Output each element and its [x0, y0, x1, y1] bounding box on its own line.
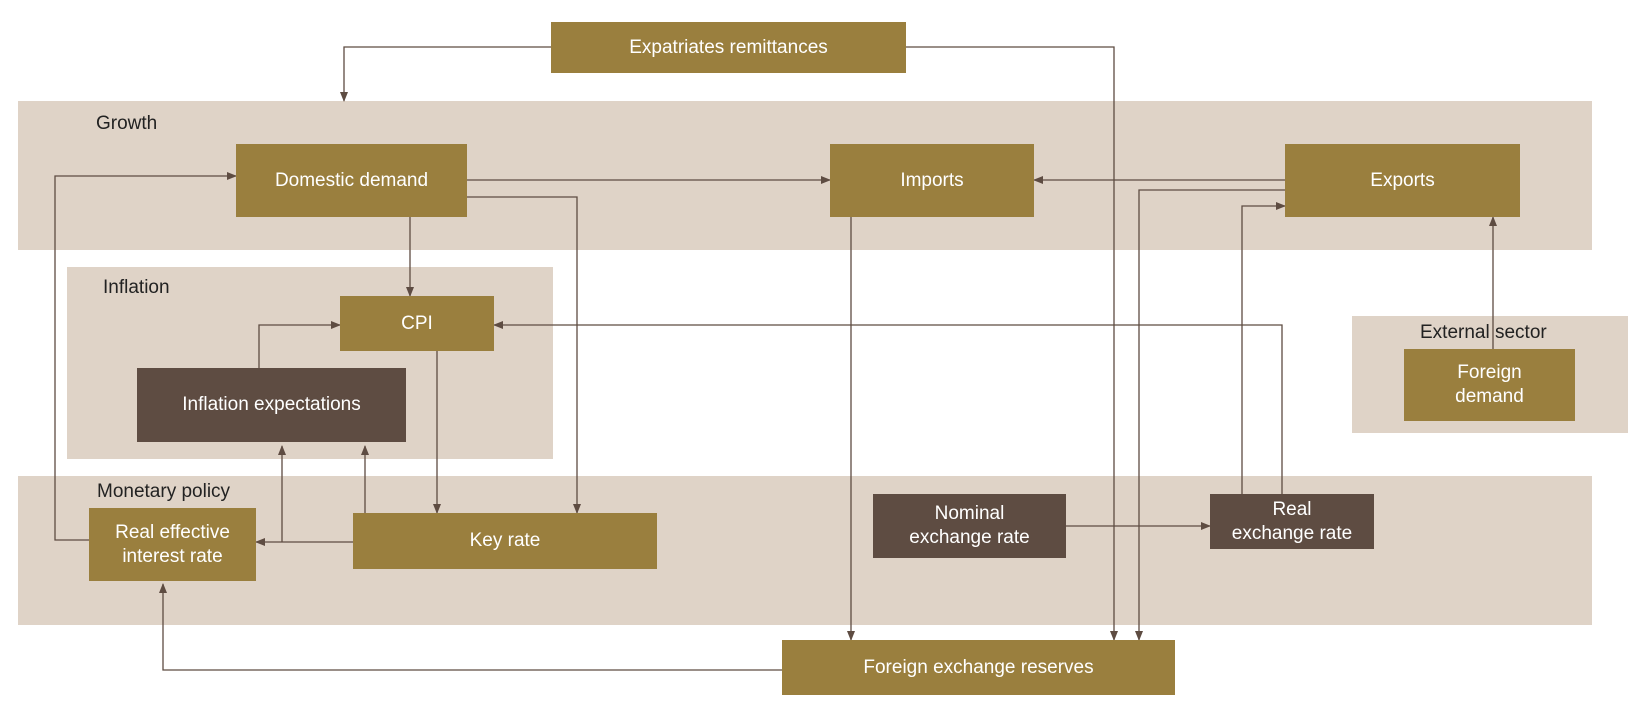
real-effective-interest-rate-box: Real effective interest rate: [89, 508, 256, 581]
nominal-exchange-rate-box: Nominal exchange rate: [873, 494, 1066, 558]
expatriates-remittances-box: Expatriates remittances: [551, 22, 906, 73]
arrow-reserves-to-real-interest: [159, 583, 782, 671]
external-sector-label: External sector: [1420, 322, 1547, 343]
exports-box: Exports: [1285, 144, 1520, 217]
arrow-remittances-to-reserves: [906, 46, 1118, 641]
monetary-policy-label: Monetary policy: [97, 481, 231, 502]
domestic-demand-box: Domestic demand: [236, 144, 467, 217]
arrow-real-exchange-rate-to-exports: [1241, 202, 1286, 494]
key-rate-box: Key rate: [353, 513, 657, 569]
arrow-exports-to-reserves: [1135, 189, 1285, 641]
arrow-remittances-to-growth: [340, 46, 551, 102]
arrow-expectations-to-cpi: [258, 321, 341, 368]
inflation-expectations-box: Inflation expectations: [137, 368, 406, 442]
real-exchange-rate-box: Real exchange rate: [1210, 494, 1374, 549]
imports-box: Imports: [830, 144, 1034, 217]
cpi-box: CPI: [340, 296, 494, 351]
arrow-real-interest-to-domestic-demand: [54, 172, 237, 541]
foreign-exchange-reserves-box: Foreign exchange reserves: [782, 640, 1175, 695]
arrow-real-exchange-rate-to-cpi: [493, 321, 1283, 494]
inflation-label: Inflation: [103, 277, 170, 298]
growth-label: Growth: [96, 113, 158, 134]
foreign-demand-box: Foreign demand: [1404, 349, 1575, 421]
arrow-domestic-demand-to-key-rate: [467, 196, 581, 514]
